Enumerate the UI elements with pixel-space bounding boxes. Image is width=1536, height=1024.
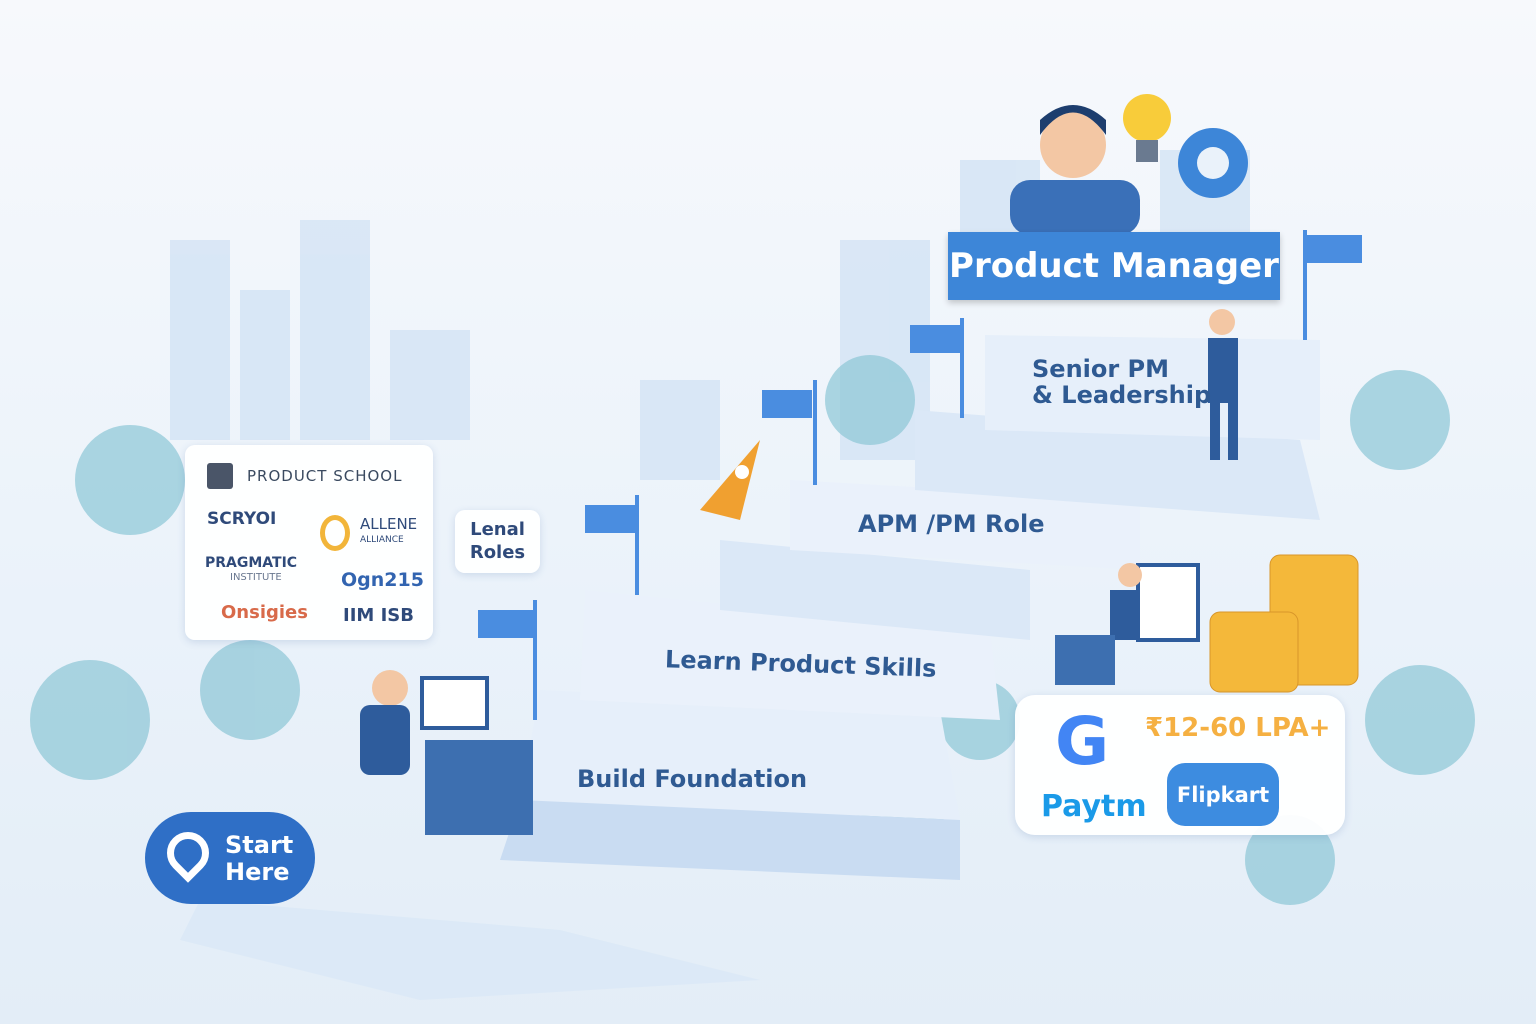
- page-title: Product Manager: [948, 232, 1280, 300]
- institute-ogn215: Ogn215: [341, 569, 424, 591]
- institute-product-school: PRODUCT SCHOOL: [247, 467, 403, 485]
- institute-onsigies: Onsigies: [221, 602, 308, 623]
- lightbulb-icon: [1123, 94, 1171, 162]
- senior-pm-figure-icon: [1208, 309, 1238, 460]
- institute-allene: ALLENE: [360, 515, 418, 533]
- roles-callout: Lenal Roles: [455, 510, 540, 573]
- gear-icon: [1178, 128, 1248, 198]
- institute-pragmatic-sub: INSTITUTE: [230, 572, 282, 583]
- worker-at-desk-icon: [1055, 563, 1200, 685]
- flipkart-logo: Flipkart: [1167, 763, 1279, 826]
- map-pin-icon: [158, 823, 218, 883]
- person-at-desk-icon: [360, 670, 533, 835]
- start-line1: Start: [225, 831, 294, 859]
- start-here-marker[interactable]: Start Here: [145, 812, 315, 904]
- institute-iim-isb: IIM ISB: [343, 605, 414, 626]
- institutes-card: PRODUCT SCHOOL SCRYOI ALLENE ALLIANCE PR…: [185, 445, 433, 640]
- institute-pragmatic: PRAGMATIC: [205, 555, 298, 571]
- paytm-logo: Paytm: [1041, 789, 1147, 824]
- rocket-icon: [700, 440, 760, 520]
- salary-range: ₹12-60 LPA+: [1145, 713, 1331, 743]
- institute-scryoi: SCRYOI: [207, 509, 277, 529]
- product-school-logo-icon: [207, 463, 233, 489]
- step-senior-pm-line1: Senior PM: [1032, 355, 1170, 383]
- companies-card: G ₹12-60 LPA+ Paytm Flipkart: [1015, 695, 1345, 835]
- callout-line2: Roles: [469, 542, 526, 563]
- callout-line1: Lenal: [470, 519, 525, 540]
- flag-icons: [478, 230, 1362, 720]
- step-build-foundation: Build Foundation: [577, 765, 808, 793]
- step-apm-pm-role: APM /PM Role: [858, 510, 1045, 538]
- allene-logo-icon: [320, 515, 350, 551]
- start-line2: Here: [225, 858, 290, 886]
- step-senior-pm: Senior PM & Leadership: [1032, 356, 1211, 408]
- google-logo: G: [1055, 703, 1110, 780]
- coin-stacks-icon: [1209, 554, 1359, 693]
- trees: [30, 355, 1475, 905]
- step-senior-pm-line2: & Leadership: [1032, 381, 1212, 409]
- manager-avatar: [1010, 105, 1140, 235]
- institute-allene-sub: ALLIANCE: [360, 535, 404, 545]
